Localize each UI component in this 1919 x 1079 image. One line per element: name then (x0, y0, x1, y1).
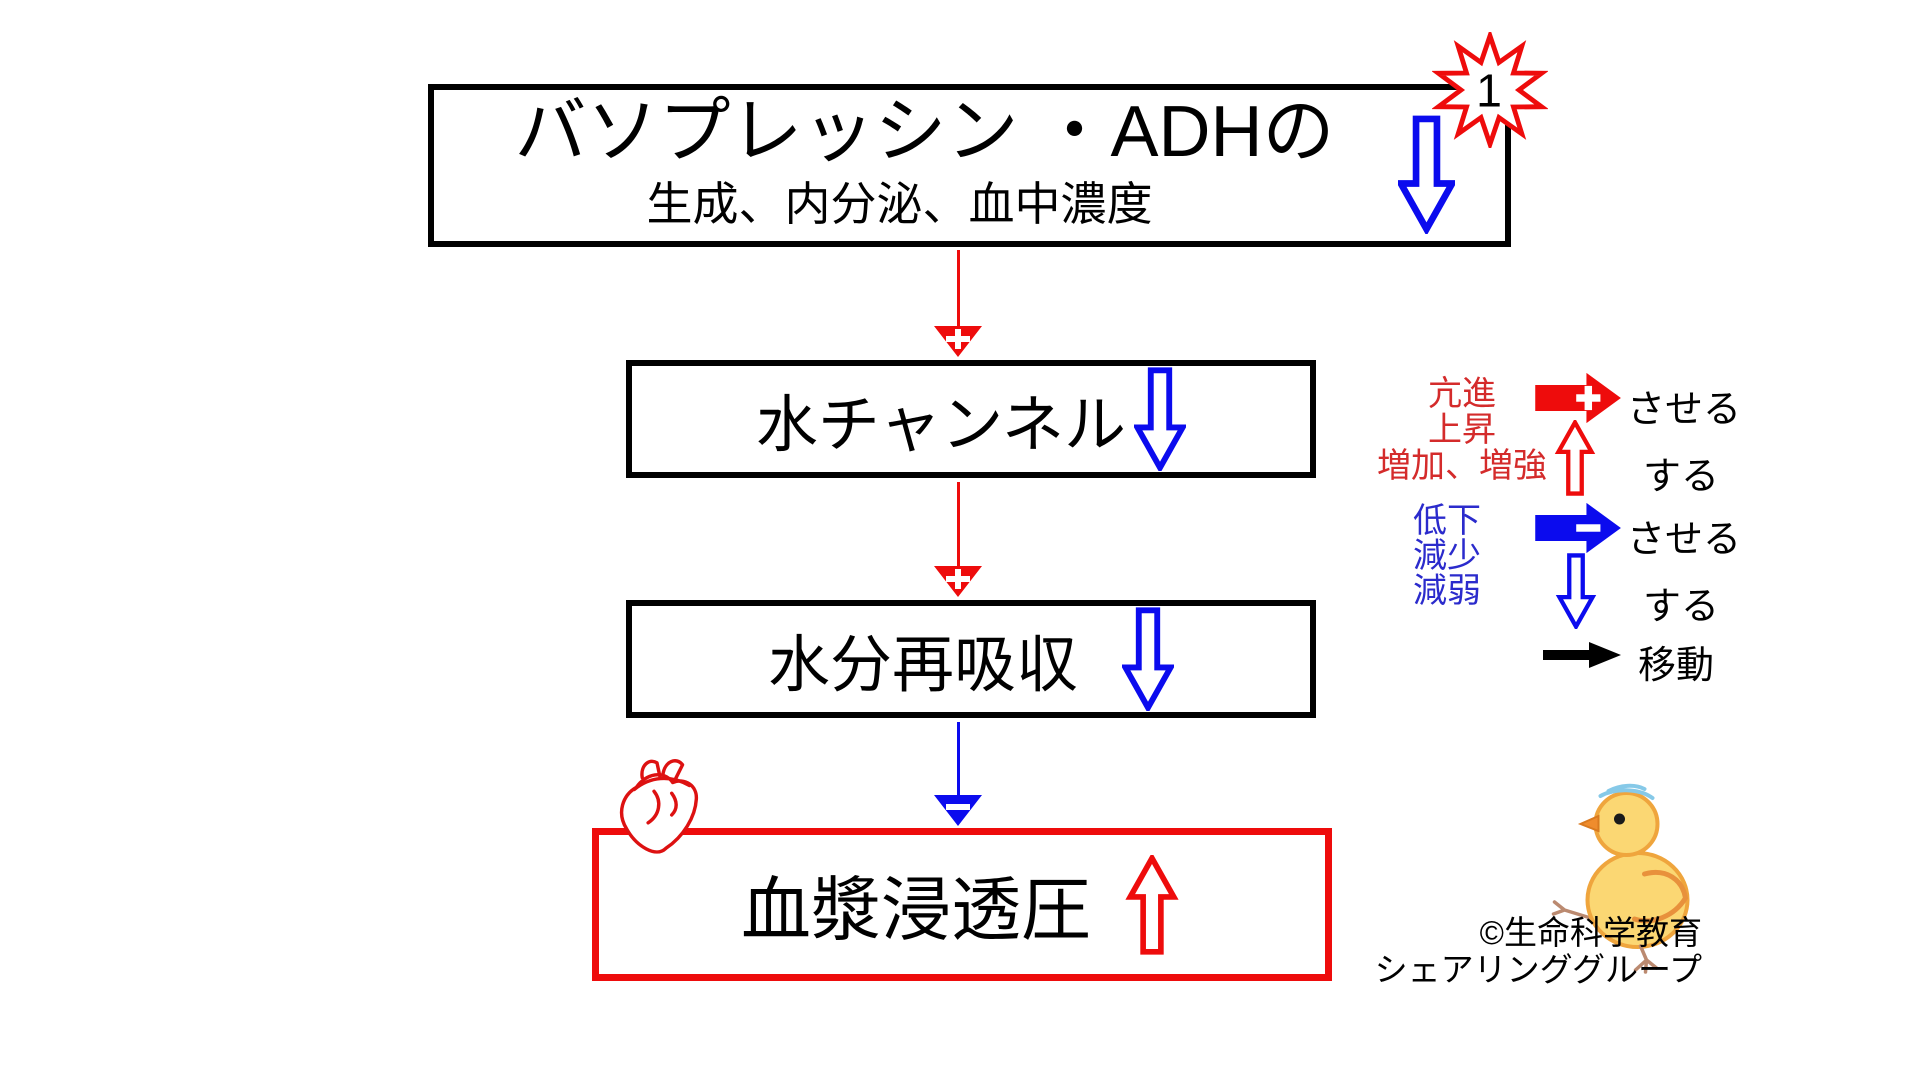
flow-box-vasopressin: バソプレッシン ・ADHの 生成、内分泌、血中濃度 (428, 84, 1511, 247)
decrease-block-arrow-icon (1134, 367, 1187, 471)
red-right-arrow-plus-icon (1535, 372, 1621, 424)
box2-label: 水チャンネル (755, 391, 1127, 460)
credit-text: ©生命科学教育 シェアリンググループ (1360, 914, 1702, 988)
flow-box-water-channel: 水チャンネル (626, 360, 1316, 478)
badge-number: 1 (1476, 64, 1502, 116)
legend-increase-term: 上昇 (1428, 411, 1496, 449)
heart-icon (619, 759, 699, 854)
starburst-badge-icon: 1 (1432, 32, 1548, 148)
box1-subtitle: 生成、内分泌、血中濃度 (646, 178, 1153, 230)
decrease-block-arrow-icon (1122, 607, 1174, 711)
legend-move-label: 移動 (1638, 645, 1715, 687)
legend-increase-terms: 亢進 上昇 増加、増強 (1372, 376, 1552, 484)
legend-increase-cause-label: させる (1627, 389, 1742, 431)
legend-increase-self-label: する (1643, 456, 1720, 498)
legend-increase-term: 増加、増強 (1377, 447, 1547, 485)
move-arrow-icon (1543, 642, 1621, 668)
legend-decrease-self-label: する (1643, 586, 1720, 628)
credit-line2: シェアリンググループ (1374, 951, 1702, 988)
flow-box-plasma-osmotic-pressure: 血漿浸透圧 (592, 828, 1332, 981)
connector1-line (957, 250, 960, 326)
legend-decrease-term: 低下 (1413, 502, 1481, 540)
credit-line1: ©生命科学教育 (1479, 914, 1702, 951)
decrease-block-arrow-icon (1398, 115, 1455, 234)
legend-decrease-terms: 低下 減少 減弱 (1413, 504, 1481, 609)
plus-arrowhead-icon (934, 566, 982, 597)
blue-right-arrow-minus-icon (1535, 502, 1621, 554)
increase-block-arrow-icon (1554, 420, 1596, 496)
box1-title: バソプレッシン ・ADHの (514, 92, 1335, 172)
flow-box-water-reabsorption: 水分再吸収 (626, 600, 1316, 718)
legend-increase-term: 亢進 (1428, 375, 1496, 413)
decrease-block-arrow-icon (1555, 553, 1597, 629)
connector2-line (957, 482, 960, 566)
legend-decrease-term: 減弱 (1413, 572, 1481, 610)
connector3-line (957, 722, 960, 795)
chick-illustration (1551, 783, 1690, 974)
box3-label: 水分再吸収 (767, 631, 1078, 700)
minus-arrowhead-icon (934, 795, 982, 826)
plus-arrowhead-icon (934, 326, 982, 357)
box4-label: 血漿浸透圧 (741, 871, 1091, 949)
legend-decrease-cause-label: させる (1627, 519, 1742, 561)
legend-decrease-term: 減少 (1413, 537, 1481, 575)
increase-block-arrow-icon (1125, 854, 1179, 955)
